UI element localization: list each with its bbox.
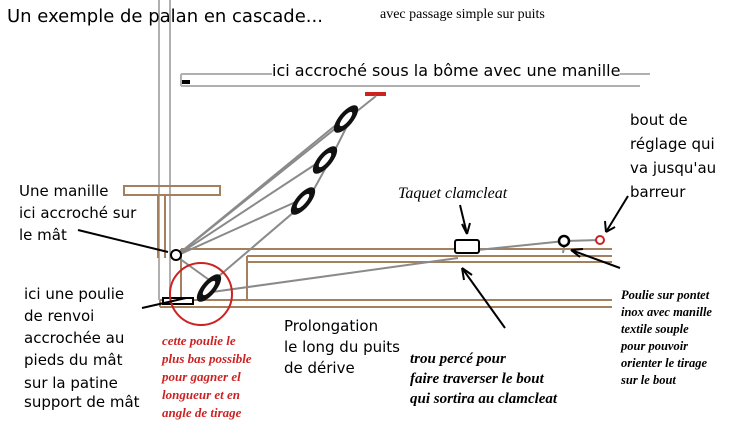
deck-structure	[159, 248, 612, 308]
pointer-arrows	[77, 195, 629, 329]
mast-shoe-label: sur la patine support de mât	[24, 374, 140, 411]
hole-label: trou percé pour faire traverser le bout …	[410, 351, 558, 407]
clamcleat-label: Taquet clamcleat	[398, 185, 508, 202]
pulley-top	[333, 105, 359, 133]
mast-shackle-label: Une manille ici accroché sur le mât	[19, 182, 137, 244]
pulley-upper-mid	[312, 146, 338, 174]
clamcleat-arrow	[459, 204, 471, 235]
page-title: Un exemple de palan en cascade...	[7, 6, 323, 27]
return-pulley-label: ici une poulie de renvoi accrochée au pi…	[24, 285, 125, 369]
lowest-pulley-highlight	[169, 262, 233, 326]
clamcleat	[454, 239, 480, 254]
deck-pulley	[557, 234, 571, 248]
extension-label: Prolongation le long du puits de dérive	[284, 317, 400, 377]
boom-label: ici accroché sous la bôme avec une manil…	[272, 61, 621, 80]
deck-pulley-label: Poulie sur pontet inox avec manille text…	[621, 288, 712, 387]
pulley-return	[196, 274, 222, 302]
lowest-pulley-note: cette poulie le plus bas possible pour g…	[162, 333, 252, 420]
mast-shackle-ring	[170, 249, 182, 261]
adjust-line-label: bout de réglage qui va jusqu'au barreur	[630, 111, 717, 201]
subtitle: avec passage simple sur puits	[380, 7, 545, 22]
mast-shackle-plate	[123, 185, 221, 258]
adjust-line-end	[595, 235, 605, 245]
mast-foot-plate	[162, 297, 194, 305]
pulley-lower-mid	[290, 187, 316, 215]
